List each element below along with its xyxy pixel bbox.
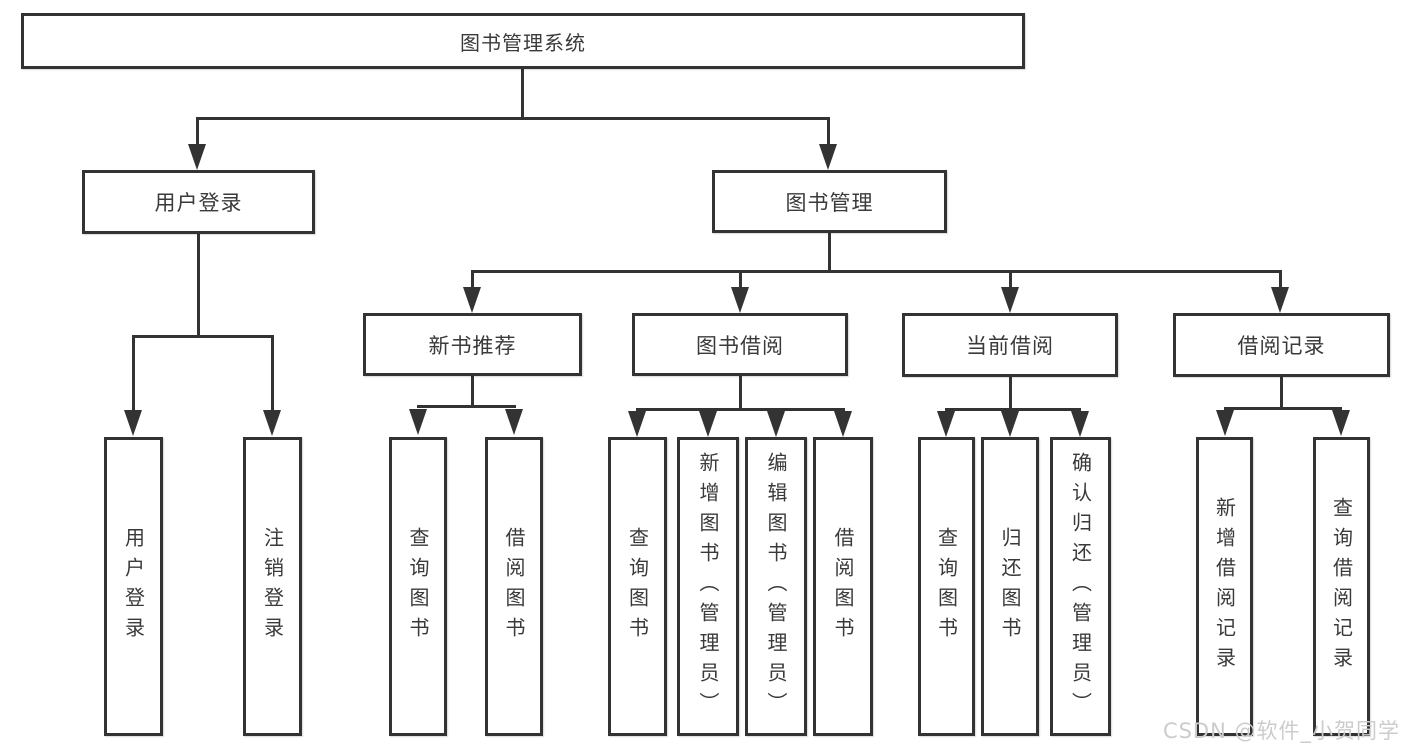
arrowhead [1071, 411, 1089, 437]
leaf-bb-add-books: 新增图书（管理员） [677, 437, 739, 736]
arrowhead [628, 411, 646, 437]
leaf-nbr-query-books: 查询图书 [389, 437, 447, 736]
node-new-book-recommend: 新书推荐 [363, 313, 582, 376]
connector-bookmgmt-drop1 [471, 270, 474, 289]
node-current-borrow-label: 当前借阅 [966, 334, 1054, 358]
watermark: CSDN @软件_小贺同学 [1162, 719, 1400, 743]
arrowhead [731, 287, 749, 313]
leaf-nbr-borrow-books: 借阅图书 [485, 437, 543, 736]
node-user-login: 用户登录 [82, 170, 315, 234]
arrowhead [409, 409, 427, 435]
arrowhead [699, 411, 717, 437]
leaf-bb-add-books-label: 新增图书（管理员） [696, 451, 720, 722]
arrowhead [834, 411, 852, 437]
arrowhead [1001, 287, 1019, 313]
node-book-borrow: 图书借阅 [632, 313, 848, 376]
leaf-bb-edit-books: 编辑图书（管理员） [745, 437, 807, 736]
connector-userlogin-drop-right [271, 335, 274, 412]
connector-cb-bar [945, 408, 1081, 411]
arrowhead [505, 409, 523, 435]
leaf-bb-borrow-books-label: 借阅图书 [831, 526, 855, 647]
connector-nbr-bar [417, 405, 516, 408]
node-borrow-records: 借阅记录 [1173, 313, 1390, 377]
arrowhead [1271, 287, 1289, 313]
node-book-management: 图书管理 [712, 170, 947, 233]
leaf-logout-label: 注销登录 [260, 526, 285, 647]
connector-userlogin-stem [197, 234, 200, 335]
connector-bookmgmt-drop2 [739, 270, 742, 289]
connector-bookmgmt-stem [828, 233, 831, 270]
connector-bb-bar [636, 408, 845, 411]
leaf-cb-query-books: 查询图书 [918, 437, 975, 736]
connector-root-drop-right [827, 117, 830, 146]
connector-root-drop-left [196, 117, 199, 146]
leaf-cb-query-books-label: 查询图书 [934, 526, 959, 647]
node-book-borrow-label: 图书借阅 [696, 333, 784, 358]
leaf-logout: 注销登录 [243, 437, 302, 736]
node-book-management-label: 图书管理 [785, 190, 874, 215]
leaf-br-add-record-label: 新增借阅记录 [1212, 496, 1237, 677]
leaf-bb-query-books-label: 查询图书 [625, 526, 650, 647]
arrowhead [188, 144, 206, 170]
node-root: 图书管理系统 [21, 13, 1025, 69]
leaf-bb-borrow-books: 借阅图书 [813, 437, 873, 736]
leaf-bb-edit-books-label: 编辑图书（管理员） [764, 451, 788, 722]
leaf-cb-return-books-label: 归还图书 [998, 526, 1022, 647]
arrowhead [1216, 410, 1234, 436]
leaf-nbr-query-books-label: 查询图书 [406, 526, 430, 647]
node-borrow-records-label: 借阅记录 [1237, 334, 1326, 358]
connector-userlogin-bar [132, 335, 274, 338]
connector-br-bar [1224, 407, 1342, 410]
connector-userlogin-drop-left [132, 335, 135, 412]
arrowhead [263, 410, 281, 436]
node-current-borrow: 当前借阅 [902, 313, 1118, 377]
node-user-login-label: 用户登录 [154, 191, 243, 215]
node-root-label: 图书管理系统 [460, 30, 586, 55]
arrowhead [463, 287, 481, 313]
arrowhead [1001, 411, 1019, 437]
connector-bookmgmt-drop4 [1279, 270, 1282, 289]
arrowhead [819, 144, 837, 170]
leaf-user-login: 用户登录 [104, 437, 163, 736]
leaf-cb-confirm-return-label: 确认归还（管理员） [1068, 451, 1093, 722]
connector-root-bar [196, 117, 830, 120]
connector-cb-stem [1009, 377, 1012, 408]
leaf-bb-query-books: 查询图书 [608, 437, 667, 736]
leaf-br-add-record: 新增借阅记录 [1196, 437, 1253, 736]
arrowhead [1332, 410, 1350, 436]
leaf-br-query-record-label: 查询借阅记录 [1329, 496, 1354, 677]
connector-root-stem [521, 68, 524, 117]
connector-bookmgmt-drop3 [1009, 270, 1012, 289]
arrowhead [937, 411, 955, 437]
leaf-nbr-borrow-books-label: 借阅图书 [502, 526, 526, 647]
connector-bookmgmt-bar [471, 270, 1282, 273]
leaf-cb-return-books: 归还图书 [981, 437, 1039, 736]
node-new-book-recommend-label: 新书推荐 [428, 333, 517, 358]
connector-nbr-stem [471, 376, 474, 405]
leaf-br-query-record: 查询借阅记录 [1313, 437, 1370, 736]
leaf-user-login-label: 用户登录 [121, 526, 146, 647]
leaf-cb-confirm-return: 确认归还（管理员） [1050, 437, 1111, 736]
arrowhead [124, 410, 142, 436]
connector-br-stem [1280, 377, 1283, 407]
connector-bb-stem [739, 376, 742, 408]
arrowhead [767, 411, 785, 437]
